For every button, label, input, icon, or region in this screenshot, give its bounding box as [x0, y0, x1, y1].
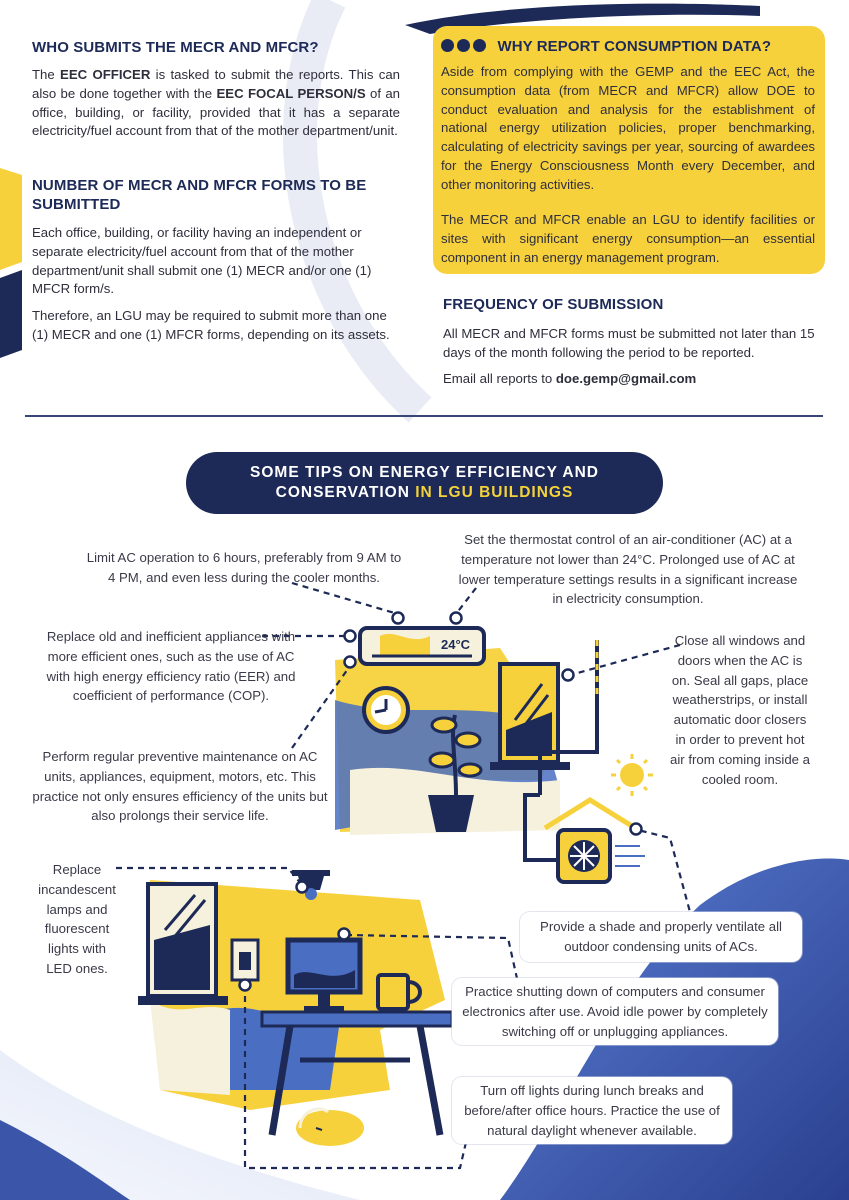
- tip-ac-hours: Limit AC operation to 6 hours, preferabl…: [86, 550, 402, 585]
- office-window-icon: [138, 882, 228, 1005]
- section-divider: [25, 415, 823, 417]
- air-conditioner-icon: 24°C: [358, 626, 486, 666]
- lgu-multiple-forms-text: Therefore, an LGU may be required to sub…: [32, 308, 390, 342]
- why-report-text: Aside from complying with the GEMP and t…: [441, 64, 815, 192]
- potted-plant-icon: [428, 714, 483, 832]
- tip-lights-off-card: Turn off lights during lunch breaks and …: [452, 1077, 732, 1145]
- computer-monitor-icon: [285, 937, 363, 1012]
- coffee-mug-icon: [376, 973, 422, 1011]
- number-of-forms-text: Each office, building, or facility havin…: [32, 225, 372, 297]
- tip-thermostat: Set the thermostat control of an air-con…: [458, 532, 798, 607]
- email-line: Email all reports to doe.gemp@gmail.com: [443, 370, 819, 389]
- bullet-dot-icon: [457, 39, 470, 52]
- why-report-heading: WHY REPORT CONSUMPTION DATA?: [497, 38, 772, 55]
- number-of-forms-heading: NUMBER OF MECR AND MFCR FORMS TO BE SUBM…: [32, 177, 367, 213]
- frequency-heading: FREQUENCY OF SUBMISSION: [443, 296, 664, 313]
- why-report-heading-row: WHY REPORT CONSUMPTION DATA?: [441, 37, 821, 56]
- lgu-identify-text: The MECR and MFCR enable an LGU to ident…: [441, 212, 815, 265]
- svg-text:24°C: 24°C: [441, 637, 471, 652]
- window-icon: [490, 662, 570, 770]
- tip-shutdown-card: Practice shutting down of computers and …: [452, 978, 778, 1046]
- outdoor-condenser-icon: [543, 797, 645, 884]
- tips-title-line1: SOME TIPS ON ENERGY EFFICIENCY AND: [250, 464, 599, 481]
- light-switch-icon: [230, 938, 260, 982]
- tips-title-line2: CONSERVATION IN LGU BUILDINGS: [276, 483, 574, 503]
- tip-shutdown: Practice shutting down of computers and …: [462, 984, 768, 1039]
- tip-close-windows: Close all windows and doors when the AC …: [670, 633, 810, 787]
- who-text-part: is tasked to submit the reports. This ca…: [32, 67, 401, 101]
- eec-focal-person-label: EEC FOCAL PERSON/S: [216, 85, 366, 101]
- who-submits-heading: WHO SUBMITS THE MECR AND MFCR?: [32, 39, 319, 56]
- why-report-box: [433, 26, 825, 274]
- tips-title-highlight: IN LGU BUILDINGS: [415, 484, 574, 501]
- eec-officer-label: EEC OFFICER: [60, 67, 151, 82]
- frequency-text: All MECR and MFCR forms must be submitte…: [443, 326, 815, 360]
- who-text-part: of an office, building, or facility, pro…: [32, 85, 401, 139]
- who-submits-text: The EEC OFFICER is tasked to submit the …: [32, 66, 400, 141]
- tips-title-banner: SOME TIPS ON ENERGY EFFICIENCY AND CONSE…: [186, 452, 663, 514]
- bullet-dot-icon: [441, 39, 454, 52]
- sun-icon: [611, 754, 653, 796]
- sleeping-cat-icon: [296, 1107, 364, 1146]
- tip-shade: Provide a shade and properly ventilate a…: [540, 919, 782, 954]
- tip-replace-lamps: Replace incandescent lamps and fluoresce…: [38, 862, 116, 976]
- email-prefix: Email all reports to: [443, 371, 556, 386]
- email-address-link[interactable]: doe.gemp@gmail.com: [555, 371, 697, 386]
- clock-icon: [362, 686, 410, 734]
- tip-replace-appliances: Replace old and inefficient appliances w…: [46, 629, 296, 704]
- tip-maintenance: Perform regular preventive maintenance o…: [32, 749, 328, 824]
- tip-lights-off: Turn off lights during lunch breaks and …: [464, 1083, 720, 1138]
- tips-title-part: CONSERVATION: [275, 484, 416, 501]
- who-text-part: The: [32, 67, 61, 82]
- tip-shade-card: Provide a shade and properly ventilate a…: [520, 912, 802, 962]
- bullet-dot-icon: [473, 39, 486, 52]
